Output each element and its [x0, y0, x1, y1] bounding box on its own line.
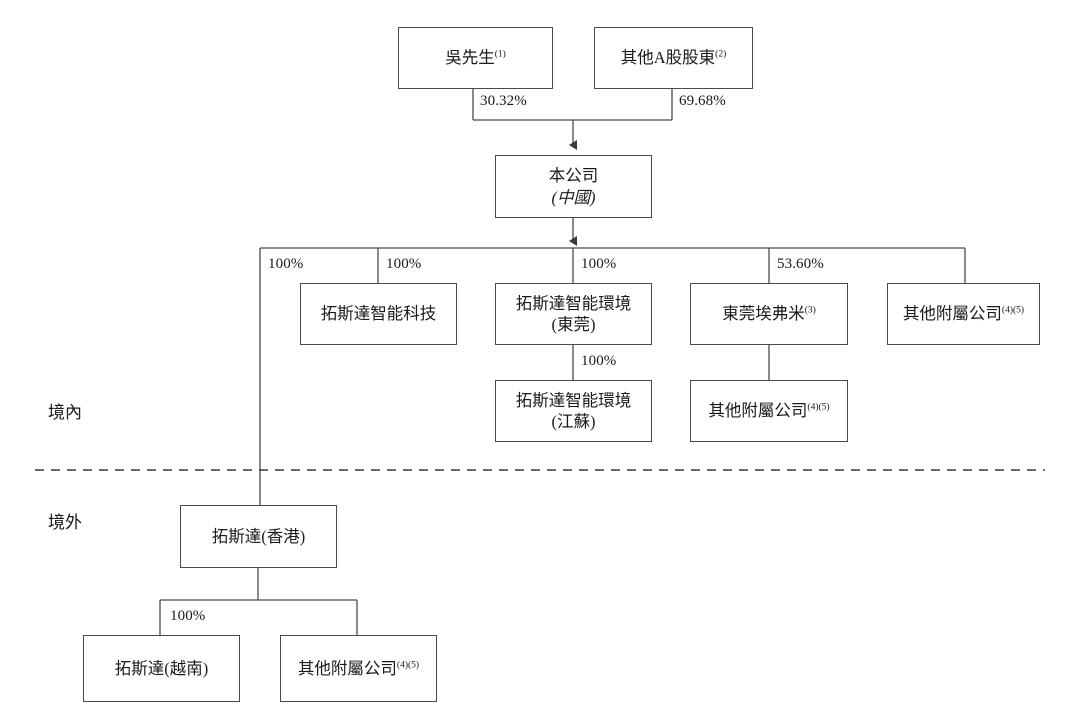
node-other-subsidiaries-bottom[interactable]: 其他附屬公司(4)(5) [280, 635, 437, 702]
node-mr-wu-footnote: (1) [494, 49, 506, 60]
node-dongguan-ai-fu-mi-footnote: (3) [804, 305, 816, 316]
node-mr-wu-label: 吳先生 [445, 48, 495, 68]
node-other-a-share-holders-footnote: (2) [715, 49, 727, 60]
node-topstar-intelligent-technology-label: 拓斯達智能科技 [320, 304, 437, 324]
node-topstar-hongkong[interactable]: 拓斯達(香港) [180, 505, 337, 568]
node-company-label: 本公司 [548, 166, 599, 186]
edge-label-company-to-intelligent-technology: 100% [386, 256, 422, 272]
node-dongguan-ai-fu-mi-label: 東莞埃弗米 [722, 304, 805, 324]
node-other-subsidiaries-top-right-label: 其他附屬公司 [902, 304, 1002, 324]
node-company[interactable]: 本公司 (中國) [495, 155, 652, 218]
node-topstar-intelligent-technology[interactable]: 拓斯達智能科技 [300, 283, 457, 345]
edge-label-wu-to-company: 30.32% [480, 93, 527, 109]
node-other-a-share-holders[interactable]: 其他A股股東(2) [594, 27, 753, 89]
node-topstar-intelligent-environment-dongguan[interactable]: 拓斯達智能環境 (東莞) [495, 283, 652, 345]
region-label-offshore: 境外 [48, 513, 82, 532]
edge-label-dongguan-to-jiangsu: 100% [581, 353, 617, 369]
node-topstar-intelligent-environment-jiangsu-sub: (江蘇) [551, 412, 596, 431]
edge-label-company-to-hongkong: 100% [268, 256, 304, 272]
node-company-jurisdiction: (中國) [551, 187, 596, 207]
node-other-subsidiaries-mid[interactable]: 其他附屬公司(4)(5) [690, 380, 848, 442]
node-topstar-intelligent-environment-jiangsu[interactable]: 拓斯達智能環境 (江蘇) [495, 380, 652, 442]
region-label-onshore: 境內 [48, 403, 82, 422]
node-other-subsidiaries-bottom-label: 其他附屬公司 [297, 658, 397, 678]
node-other-subsidiaries-top-right-footnote: (4)(5) [1001, 305, 1025, 316]
node-topstar-vietnam[interactable]: 拓斯達(越南) [83, 635, 240, 702]
node-other-subsidiaries-bottom-footnote: (4)(5) [396, 660, 420, 671]
edge-label-hongkong-to-vietnam: 100% [170, 608, 206, 624]
node-other-a-share-holders-label: 其他A股股東 [620, 48, 716, 68]
node-topstar-vietnam-label: 拓斯達(越南) [114, 658, 209, 678]
node-topstar-hongkong-label: 拓斯達(香港) [211, 526, 306, 546]
node-topstar-intelligent-environment-jiangsu-label: 拓斯達智能環境 [515, 390, 632, 410]
node-topstar-intelligent-environment-dongguan-sub: (東莞) [551, 315, 596, 334]
node-other-subsidiaries-mid-label: 其他附屬公司 [708, 401, 808, 421]
node-dongguan-ai-fu-mi[interactable]: 東莞埃弗米(3) [690, 283, 848, 345]
edge-label-company-to-intelligent-environment-dongguan: 100% [581, 256, 617, 272]
edge-label-company-to-dongguan-ai-fu-mi: 53.60% [777, 256, 824, 272]
edge-label-other-a-to-company: 69.68% [679, 93, 726, 109]
node-other-subsidiaries-top-right[interactable]: 其他附屬公司(4)(5) [887, 283, 1040, 345]
node-other-subsidiaries-mid-footnote: (4)(5) [807, 402, 830, 413]
node-mr-wu[interactable]: 吳先生(1) [398, 27, 553, 89]
node-topstar-intelligent-environment-dongguan-label: 拓斯達智能環境 [515, 293, 632, 313]
